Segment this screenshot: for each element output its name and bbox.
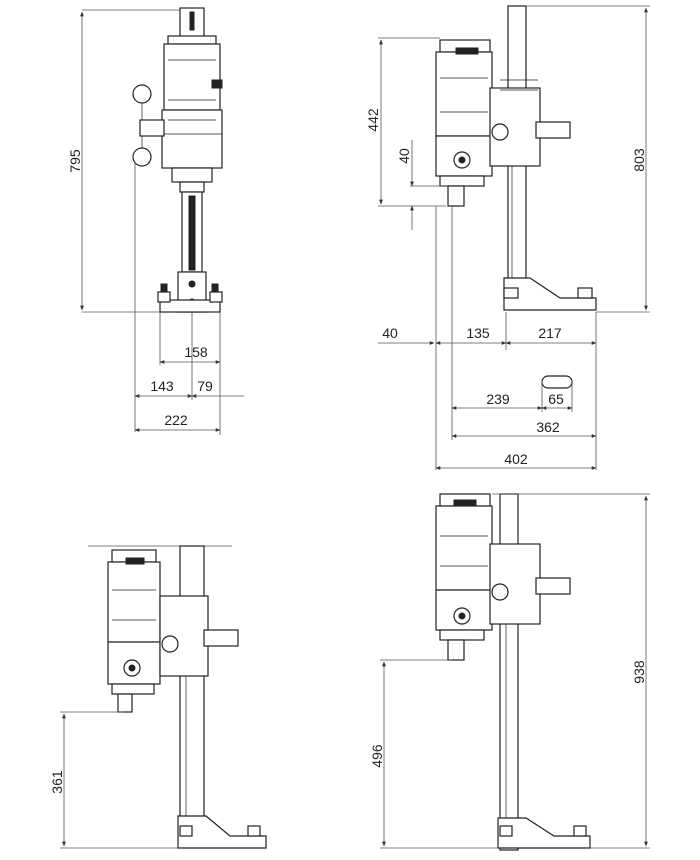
dim-65: 65 [548,391,564,407]
high-position-dimensions: 496 938 [369,493,650,849]
dim-217: 217 [538,325,562,341]
dim-40-horizontal: 40 [382,325,398,341]
dim-239: 239 [486,391,510,407]
dim-496: 496 [369,744,385,768]
dim-40-vertical: 40 [396,148,412,164]
dim-938: 938 [631,660,647,684]
dim-79: 79 [197,378,213,394]
high-position-view [435,493,591,851]
dim-158: 158 [184,344,208,360]
front-view [132,7,223,313]
dim-442: 442 [365,108,381,132]
side-dimensions: 442 40 803 40 135 217 239 65 362 402 [365,5,650,470]
dim-803: 803 [631,148,647,172]
low-position-dimensions: 361 [49,711,178,849]
dim-222: 222 [164,412,188,428]
side-view [435,5,597,389]
dim-795: 795 [67,149,83,173]
dim-135: 135 [466,325,490,341]
front-dimensions: 795 158 143 79 222 [67,9,244,435]
dim-143: 143 [150,378,174,394]
low-position-view [88,545,267,849]
dim-361: 361 [49,770,65,794]
dim-362: 362 [536,419,560,435]
dim-402: 402 [504,451,528,467]
